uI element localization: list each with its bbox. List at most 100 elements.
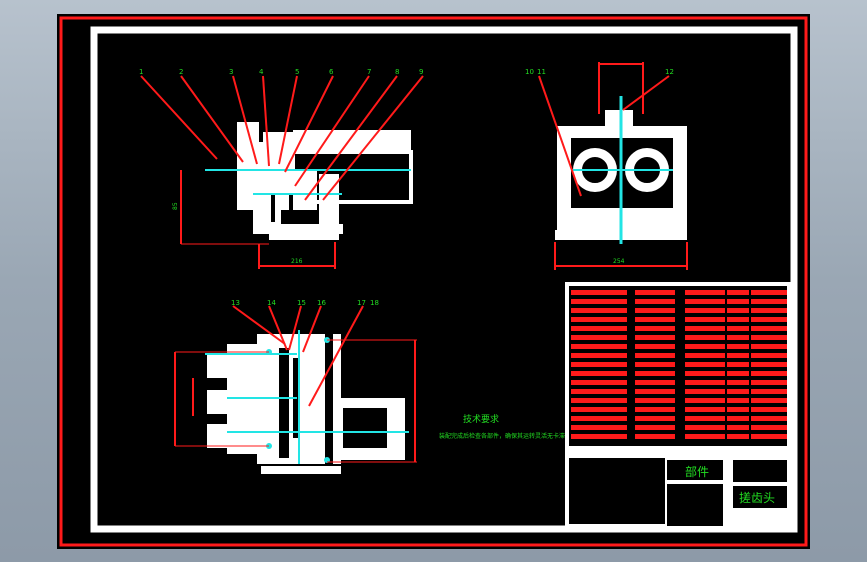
parts-list-row (685, 416, 725, 421)
callout-15: 15 (297, 299, 306, 307)
parts-list-row (571, 326, 627, 331)
parts-list-row (685, 290, 725, 295)
callout-2: 2 (179, 68, 183, 76)
parts-list-row (751, 362, 787, 367)
parts-list-row (635, 389, 675, 394)
callout-8: 8 (395, 68, 399, 76)
parts-list-row (727, 317, 749, 322)
callout-5: 5 (295, 68, 299, 76)
callout-6: 6 (329, 68, 334, 76)
parts-list-row (571, 299, 627, 304)
callout-14: 14 (267, 299, 276, 307)
parts-list-row (571, 308, 627, 313)
parts-list-row (751, 407, 787, 412)
parts-list-row (727, 344, 749, 349)
parts-list-row (635, 326, 675, 331)
parts-list-row (635, 308, 675, 313)
front-view (180, 122, 413, 269)
top-view (174, 330, 417, 474)
parts-list-row (571, 371, 627, 376)
callout-1: 1 (139, 68, 143, 76)
callout-13: 13 (231, 299, 240, 307)
parts-list-row (685, 344, 725, 349)
parts-list-row (571, 407, 627, 412)
parts-list-row (571, 389, 627, 394)
parts-list-row (571, 434, 627, 439)
parts-list-row (751, 425, 787, 430)
parts-list-row (751, 308, 787, 313)
parts-list-row (685, 434, 725, 439)
parts-list-row (685, 407, 725, 412)
tech-req-text: 装配完成后检查各部件，确保其运转灵活无卡滞。 (439, 432, 571, 440)
dim-vertical-label: 85 (172, 202, 179, 210)
sheet-border (90, 26, 798, 533)
parts-list-row (751, 326, 787, 331)
outer-frame (59, 16, 808, 547)
parts-list-row (751, 371, 787, 376)
parts-list-row (685, 425, 725, 430)
parts-list-row (685, 362, 725, 367)
parts-list-row (635, 335, 675, 340)
parts-list-row (685, 353, 725, 358)
parts-list-row (685, 389, 725, 394)
parts-list-row (635, 317, 675, 322)
parts-list-row (727, 326, 749, 331)
parts-list-row (751, 353, 787, 358)
callout-7: 7 (367, 68, 371, 76)
callout-labels-top: 1 2 3 4 5 6 7 8 9 (139, 68, 423, 76)
parts-list-row (751, 416, 787, 421)
parts-list-row (751, 299, 787, 304)
parts-list-row (571, 344, 627, 349)
parts-list-row (685, 326, 725, 331)
parts-list-row (571, 353, 627, 358)
parts-list-row (751, 335, 787, 340)
parts-list-row (685, 380, 725, 385)
callout-16: 16 (317, 299, 326, 307)
parts-list-row (727, 398, 749, 403)
callout-10: 10 (525, 68, 534, 76)
parts-list-row (571, 425, 627, 430)
parts-list-row (751, 398, 787, 403)
parts-list-row (727, 335, 749, 340)
parts-list-row (727, 308, 749, 313)
parts-list-row (635, 407, 675, 412)
parts-list-row (571, 380, 627, 385)
parts-list-row (727, 407, 749, 412)
parts-list-row (635, 425, 675, 430)
parts-list-row (685, 299, 725, 304)
callout-11: 11 (537, 68, 546, 76)
callout-labels-bottom: 13 14 15 16 17 18 (231, 299, 379, 307)
parts-list-row (727, 299, 749, 304)
parts-list-row (635, 371, 675, 376)
callout-17: 17 (357, 299, 366, 307)
parts-list-row (635, 353, 675, 358)
callout-labels-right: 10 11 12 (525, 68, 674, 76)
drawing-canvas: 1 2 3 4 5 6 7 8 9 85 216 10 11 12 2 (59, 16, 808, 547)
parts-list-row (635, 299, 675, 304)
parts-list-row (635, 290, 675, 295)
callout-12: 12 (665, 68, 674, 76)
parts-list-row (635, 398, 675, 403)
callout-3: 3 (229, 68, 233, 76)
drawing-title: 搓齿头 (739, 490, 775, 505)
callout-9: 9 (419, 68, 423, 76)
parts-list-row (635, 362, 675, 367)
side-view (554, 62, 688, 270)
parts-list (565, 282, 791, 528)
parts-list-row (727, 434, 749, 439)
parts-list-row (727, 425, 749, 430)
callout-leaders-bottom (232, 305, 364, 407)
parts-list-row (751, 317, 787, 322)
callout-leaders-top (140, 75, 424, 201)
parts-list-row (727, 416, 749, 421)
parts-list-row (685, 317, 725, 322)
parts-list-row (751, 344, 787, 349)
parts-list-row (571, 398, 627, 403)
parts-list-row (751, 290, 787, 295)
parts-list-row (727, 380, 749, 385)
parts-list-row (635, 344, 675, 349)
parts-list-row (571, 317, 627, 322)
parts-list-row (685, 308, 725, 313)
parts-list-row (751, 434, 787, 439)
cad-viewport[interactable]: 1 2 3 4 5 6 7 8 9 85 216 10 11 12 2 (57, 14, 810, 549)
